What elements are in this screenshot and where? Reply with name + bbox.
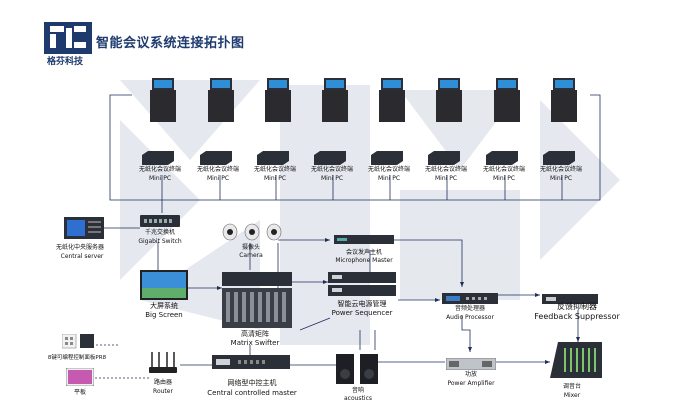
speakers (336, 354, 382, 390)
mini-pc (142, 150, 174, 169)
terminal-label-cn: 无纸化会议终端 (310, 166, 354, 173)
mini-pc (486, 150, 518, 169)
mic-label-en: Microphone Master (335, 257, 393, 264)
mic-label-cn: 会议发声主机 (345, 249, 383, 256)
central-controller (212, 354, 290, 373)
terminal-label-en: Mini PC (377, 175, 401, 182)
terminal-label-en: Mini PC (206, 175, 230, 182)
terminal-label-cn: 无纸化会议终端 (367, 166, 411, 173)
power-label-cn: 智能云电源管理 (337, 300, 387, 308)
camera-group (222, 222, 282, 248)
terminal-label-en: Mini PC (492, 175, 516, 182)
terminal-label-en: Mini PC (434, 175, 458, 182)
terminal-label-en: Mini PC (263, 175, 287, 182)
mini-pc (257, 150, 289, 169)
terminal-screen (208, 78, 234, 126)
terminal-screen (150, 78, 176, 126)
control-panel (61, 333, 94, 354)
terminal-label-cn: 无纸化会议终端 (424, 166, 468, 173)
company-logo (44, 22, 92, 54)
terminal-label-cn: 无纸化会议终端 (138, 166, 182, 173)
brand-name: 格芬科技 (47, 57, 84, 67)
mixer-label-en: Mixer (563, 392, 581, 399)
amp-label-cn: 功放 (464, 371, 478, 378)
power-sequencer (328, 272, 396, 302)
terminal-label-cn: 无纸化会议终端 (482, 166, 526, 173)
mini-pc (543, 150, 575, 169)
bigscreen-label-cn: 大屏系统 (150, 302, 178, 310)
switch-label-en: Gigabit Switch (138, 238, 182, 245)
speaker-label-en: acoustics (343, 395, 373, 402)
terminal-screen (494, 78, 520, 126)
feedback-suppressor (542, 289, 598, 308)
power-label-en: Power Sequencer (331, 309, 393, 317)
terminal-screen (265, 78, 291, 126)
gigabit-switch (140, 213, 180, 232)
audio-processor (442, 289, 498, 308)
mini-pc (428, 150, 460, 169)
mini-pc (314, 150, 346, 169)
audio-label-en: Audio Processor (446, 314, 494, 321)
big-screen (140, 270, 188, 304)
terminal-label-cn: 无纸化会议终端 (539, 166, 583, 173)
matrix-switcher (222, 272, 292, 332)
server-label-cn: 无纸化中央服务器 (55, 244, 105, 251)
page-title: 智能会议系统连接拓扑图 (96, 36, 245, 51)
terminal-label-en: Mini PC (320, 175, 344, 182)
central-ctrl-label-en: Central controlled master (207, 389, 297, 397)
bigscreen-label-en: Big Screen (145, 311, 183, 319)
terminal-screen (322, 78, 348, 126)
terminal-screen (379, 78, 405, 126)
terminal-label-en: Mini PC (549, 175, 573, 182)
feedback-label-cn: 反馈抑制器 (557, 302, 597, 311)
mixer (550, 342, 602, 382)
switch-label-cn: 千兆交换机 (144, 229, 176, 236)
matrix-label-en: Matrix Swifter (230, 339, 280, 347)
router-label-en: Router (153, 388, 173, 395)
panel-label: 8键可编程控制面板PR8 (47, 355, 107, 361)
terminal-label-en: Mini PC (148, 175, 172, 182)
tablet[interactable] (65, 367, 95, 390)
router-label-cn: 路由器 (153, 379, 173, 386)
audio-label-cn: 音频处理器 (454, 305, 486, 312)
mixer-label-cn: 调音台 (562, 383, 582, 390)
tablet-label: 平板 (73, 389, 87, 396)
microphone-master (334, 230, 394, 249)
central-server (64, 215, 104, 245)
server-label-en: Central server (60, 253, 104, 260)
router (148, 350, 178, 380)
matrix-label-cn: 高清矩阵 (241, 330, 269, 338)
camera-label-cn: 摄像头 (241, 244, 261, 251)
terminal-screen (551, 78, 577, 126)
terminal-label-cn: 无纸化会议终端 (253, 166, 297, 173)
central-ctrl-label-cn: 网络型中控主机 (227, 379, 277, 387)
amp-label-en: Power Amplifier (447, 380, 495, 387)
mini-pc (371, 150, 403, 169)
terminal-screen (436, 78, 462, 126)
speaker-label-cn: 音响 (351, 387, 365, 394)
terminal-label-cn: 无纸化会议终端 (196, 166, 240, 173)
feedback-label-en: Feedback Suppressor (534, 312, 620, 321)
camera-label-en: Camera (239, 252, 263, 259)
mini-pc (200, 150, 232, 169)
